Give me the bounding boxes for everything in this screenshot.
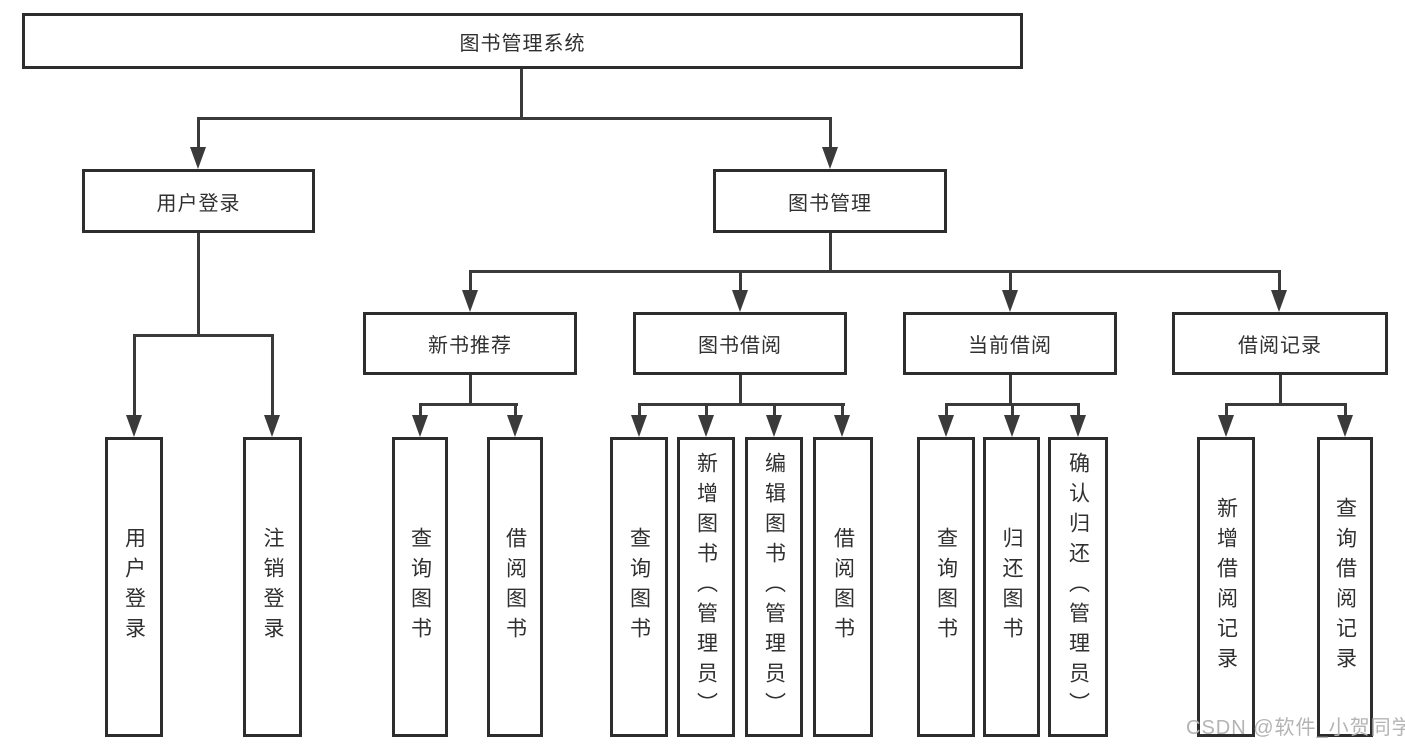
connector-line	[514, 403, 517, 417]
connector-line	[197, 233, 200, 337]
arrow-down-icon	[1070, 415, 1086, 437]
arrow-down-icon	[507, 415, 523, 437]
connector-line	[469, 375, 472, 406]
connector-line	[469, 270, 1281, 273]
connector-line	[197, 117, 832, 120]
node-library-system: 图书管理系统	[22, 13, 1023, 69]
node-book-borrowing: 图书借阅	[633, 312, 847, 375]
arrow-down-icon	[1337, 415, 1353, 437]
arrow-down-icon	[412, 415, 428, 437]
connector-line	[1011, 403, 1014, 417]
connector-line	[1009, 375, 1012, 406]
connector-line	[773, 403, 776, 417]
connector-line	[1009, 270, 1012, 292]
arrow-down-icon	[732, 290, 748, 312]
connector-line	[469, 270, 472, 292]
connector-line	[197, 117, 200, 149]
connector-line	[133, 334, 274, 337]
arrow-down-icon	[822, 147, 838, 169]
connector-line	[705, 403, 708, 417]
node-current-borrowing: 当前借阅	[903, 312, 1117, 375]
arrow-down-icon	[698, 415, 714, 437]
leaf-add-book-admin: 新增图书（管理员）	[677, 437, 735, 737]
csdn-watermark: CSDN @软件_小贺同学	[1186, 717, 1405, 739]
leaf-user-login: 用户登录	[105, 437, 163, 737]
connector-line	[1278, 270, 1281, 292]
connector-line	[829, 233, 832, 273]
connector-line	[1077, 403, 1080, 417]
connector-line	[419, 403, 422, 417]
connector-line	[520, 69, 523, 120]
node-new-book-recommend: 新书推荐	[363, 312, 577, 375]
connector-line	[419, 403, 518, 406]
connector-line	[829, 117, 832, 149]
connector-line	[1344, 403, 1347, 417]
leaf-edit-book-admin: 编辑图书（管理员）	[745, 437, 803, 737]
arrow-down-icon	[1002, 290, 1018, 312]
arrow-down-icon	[1004, 415, 1020, 437]
node-book-management: 图书管理	[713, 169, 947, 233]
leaf-return-books: 归还图书	[983, 437, 1040, 737]
leaf-confirm-return-admin: 确认归还（管理员）	[1048, 437, 1108, 737]
connector-line	[945, 403, 948, 417]
arrow-down-icon	[1271, 290, 1287, 312]
node-user-login: 用户登录	[82, 169, 315, 233]
arrow-down-icon	[1218, 415, 1234, 437]
leaf-query-books-borrowing: 查询图书	[610, 437, 668, 737]
arrow-down-icon	[264, 415, 280, 437]
connector-line	[271, 334, 274, 417]
leaf-borrow-books-recommend: 借阅图书	[487, 437, 543, 737]
connector-line	[133, 334, 136, 417]
arrow-down-icon	[938, 415, 954, 437]
leaf-query-borrow-record: 查询借阅记录	[1317, 437, 1373, 737]
arrow-down-icon	[462, 290, 478, 312]
connector-line	[841, 403, 844, 417]
arrow-down-icon	[766, 415, 782, 437]
leaf-query-books-recommend: 查询图书	[392, 437, 448, 737]
leaf-add-borrow-record: 新增借阅记录	[1197, 437, 1255, 737]
connector-line	[739, 375, 742, 406]
arrow-down-icon	[631, 415, 647, 437]
leaf-query-books-current: 查询图书	[917, 437, 975, 737]
connector-line	[638, 403, 845, 406]
arrow-down-icon	[126, 415, 142, 437]
node-borrowing-records: 借阅记录	[1172, 312, 1388, 375]
connector-line	[739, 270, 742, 292]
connector-line	[1279, 375, 1282, 406]
arrow-down-icon	[190, 147, 206, 169]
leaf-borrow-books-borrowing: 借阅图书	[813, 437, 873, 737]
connector-line	[1225, 403, 1347, 406]
connector-line	[1225, 403, 1228, 417]
leaf-logout: 注销登录	[243, 437, 302, 737]
connector-line	[638, 403, 641, 417]
arrow-down-icon	[834, 415, 850, 437]
